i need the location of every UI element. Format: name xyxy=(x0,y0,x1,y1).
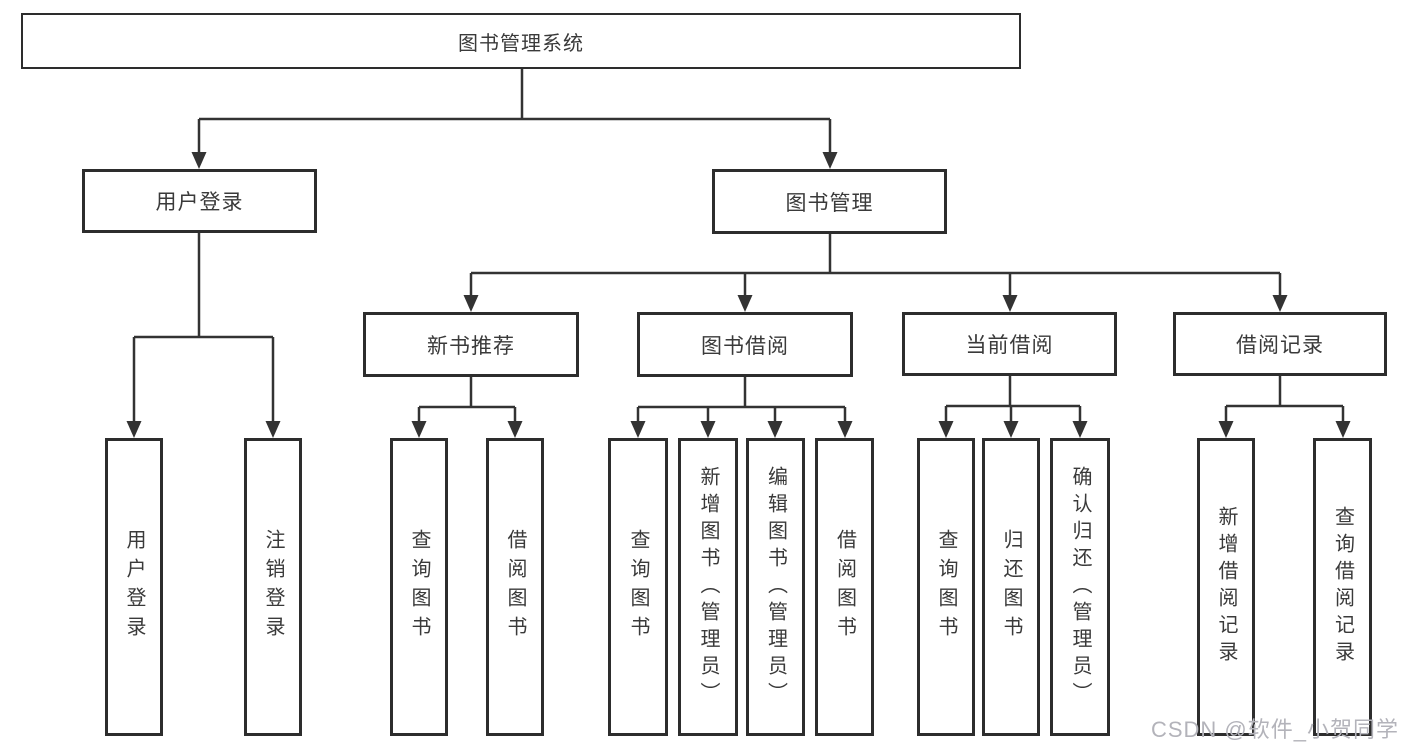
node-borrow-record: 借阅记录 xyxy=(1173,312,1387,376)
arrow-down-icon xyxy=(1335,421,1351,438)
arrow-down-icon xyxy=(507,421,523,438)
leaf-logout: 注销登录 xyxy=(244,438,302,736)
arrow-down-icon xyxy=(938,421,954,438)
arrow-down-icon xyxy=(1003,421,1019,438)
arrow-down-icon xyxy=(1218,421,1234,438)
arrow-down-icon xyxy=(822,152,838,169)
arrow-down-icon xyxy=(1002,295,1018,312)
arrow-down-icon xyxy=(265,421,281,438)
leaf-label: 借阅图书 xyxy=(833,529,856,645)
leaf-label: 确认归还（管理员） xyxy=(1069,465,1091,709)
leaf-query-borrow-record: 查询借阅记录 xyxy=(1313,438,1372,736)
node-label: 借阅记录 xyxy=(1236,334,1324,357)
node-label: 用户登录 xyxy=(155,191,244,214)
arrow-down-icon xyxy=(1272,295,1288,312)
leaf-label: 归还图书 xyxy=(1000,529,1022,645)
node-current-borrow: 当前借阅 xyxy=(902,312,1117,376)
arrow-down-icon xyxy=(767,421,783,438)
leaf-label: 查询图书 xyxy=(935,529,957,645)
node-book-management: 图书管理 xyxy=(712,169,947,234)
leaf-borrow-books-recommend: 借阅图书 xyxy=(486,438,544,736)
leaf-label: 新增借阅记录 xyxy=(1215,506,1237,668)
node-label: 新书推荐 xyxy=(427,334,515,358)
leaf-label: 注销登录 xyxy=(262,529,284,645)
node-book-borrow: 图书借阅 xyxy=(637,312,853,377)
arrow-down-icon xyxy=(191,152,207,169)
leaf-edit-books-admin: 编辑图书（管理员） xyxy=(746,438,805,736)
arrow-down-icon xyxy=(630,421,646,438)
leaf-label: 借阅图书 xyxy=(504,529,526,645)
leaf-add-borrow-record: 新增借阅记录 xyxy=(1197,438,1255,736)
leaf-add-books-admin: 新增图书（管理员） xyxy=(678,438,738,736)
leaf-label: 新增图书（管理员） xyxy=(697,465,719,709)
arrow-down-icon xyxy=(463,295,479,312)
leaf-label: 查询图书 xyxy=(408,529,430,645)
leaf-borrow-books: 借阅图书 xyxy=(815,438,874,736)
arrow-down-icon xyxy=(700,421,716,438)
csdn-watermark: CSDN @软件_小贺同学 xyxy=(1150,717,1399,742)
node-label: 图书管理 xyxy=(785,191,874,215)
arrow-down-icon xyxy=(411,421,427,438)
node-label: 当前借阅 xyxy=(965,334,1054,357)
arrow-down-icon xyxy=(1072,421,1088,438)
arrow-down-icon xyxy=(737,295,753,312)
node-new-book-recommend: 新书推荐 xyxy=(363,312,579,377)
node-user-login: 用户登录 xyxy=(82,169,317,233)
node-label: 图书借阅 xyxy=(701,334,789,358)
arrow-down-icon xyxy=(126,421,142,438)
leaf-user-login: 用户登录 xyxy=(105,438,163,736)
leaf-query-books-recommend: 查询图书 xyxy=(390,438,448,736)
leaf-label: 用户登录 xyxy=(123,529,145,645)
leaf-label: 查询借阅记录 xyxy=(1331,506,1354,668)
leaf-confirm-return-admin: 确认归还（管理员） xyxy=(1050,438,1110,736)
arrow-down-icon xyxy=(837,421,853,438)
leaf-query-books-current: 查询图书 xyxy=(917,438,975,736)
leaf-label: 查询图书 xyxy=(627,529,649,645)
leaf-label: 编辑图书（管理员） xyxy=(764,465,787,709)
leaf-return-books: 归还图书 xyxy=(982,438,1040,736)
leaf-query-books-borrow: 查询图书 xyxy=(608,438,668,736)
node-root-library-management-system: 图书管理系统 xyxy=(21,13,1021,69)
node-label: 图书管理系统 xyxy=(458,32,584,55)
